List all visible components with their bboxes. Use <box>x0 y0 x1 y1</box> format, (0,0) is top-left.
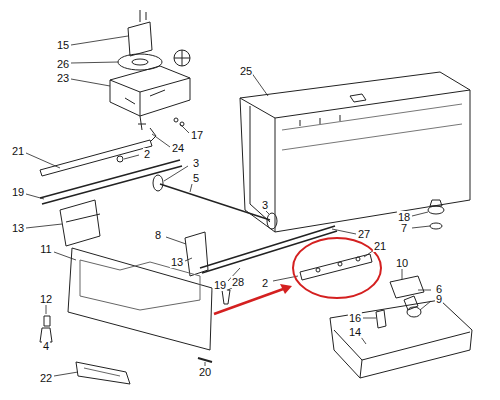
callout-number: 21 <box>11 145 25 157</box>
callout-number: 12 <box>39 293 53 305</box>
motor-housing <box>110 66 190 116</box>
bulb <box>407 307 421 317</box>
slide-rail <box>40 160 182 204</box>
callout-number: 7 <box>400 222 408 234</box>
callout-number: 27 <box>357 228 371 240</box>
callout-number: 11 <box>39 243 52 255</box>
pinion-gear <box>267 213 277 229</box>
callout-number: 2 <box>261 277 269 289</box>
front-panel <box>68 248 212 350</box>
callout-number: 16 <box>348 312 362 324</box>
highlight-arrow <box>214 288 286 314</box>
damper <box>428 206 444 214</box>
drawer-bin <box>240 72 470 232</box>
callout-number: 3 <box>261 199 269 211</box>
motor <box>174 50 190 66</box>
cover <box>330 300 472 378</box>
light-cover <box>390 276 424 298</box>
callout-number: 23 <box>56 72 70 84</box>
rod <box>160 184 270 220</box>
callout-number: 25 <box>239 65 253 77</box>
slide-rail <box>200 226 337 273</box>
callout-number: 13 <box>170 256 184 268</box>
highlight-circle <box>293 238 381 298</box>
rail-bracket <box>300 254 372 280</box>
callout-number: 9 <box>435 293 443 305</box>
callout-number: 17 <box>190 129 204 141</box>
callout-number: 24 <box>171 142 185 154</box>
callout-number: 28 <box>231 276 245 288</box>
motor-bracket <box>128 22 152 56</box>
callout-number: 19 <box>213 279 227 291</box>
callout-number: 20 <box>198 366 212 378</box>
washer <box>430 223 442 229</box>
pinion-gear <box>153 175 163 191</box>
callout-number: 22 <box>39 372 53 384</box>
callout-number: 26 <box>56 58 70 70</box>
rail-bracket <box>40 140 152 176</box>
handle <box>76 362 130 384</box>
callout-number: 14 <box>348 326 362 338</box>
callout-number: 15 <box>56 39 70 51</box>
callout-number: 13 <box>11 222 25 234</box>
leader-line <box>26 36 431 376</box>
callout-number: 4 <box>42 340 50 352</box>
callout-number: 19 <box>11 186 25 198</box>
screw <box>44 316 50 326</box>
callout-number: 3 <box>192 157 200 169</box>
clip <box>222 290 230 304</box>
callout-number: 21 <box>373 240 387 252</box>
callout-number: 2 <box>143 148 151 160</box>
pin <box>198 358 212 362</box>
callout-number: 10 <box>395 257 409 269</box>
callout-number: 8 <box>154 229 162 241</box>
callout-number: 5 <box>192 172 200 184</box>
rail-support <box>60 200 100 246</box>
rail-support <box>185 232 208 276</box>
clip <box>376 310 386 328</box>
highlight-arrowhead <box>280 284 292 294</box>
